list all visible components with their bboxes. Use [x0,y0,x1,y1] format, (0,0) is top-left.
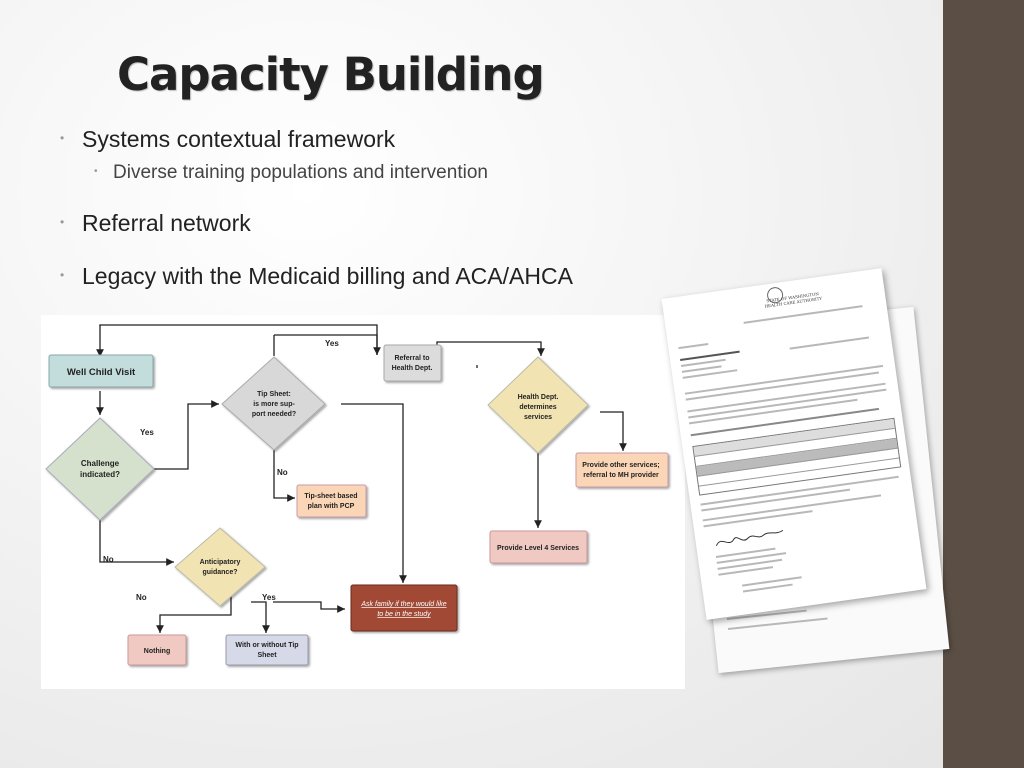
text-line [688,398,858,425]
with-or-without-box: With or without Tip Sheet [225,634,309,666]
edge-label-no: No [136,593,147,602]
edge-label-yes: Yes [140,428,154,437]
bullet-dot: • [60,268,65,282]
node-label: Provide Level 4 Services [497,545,579,552]
bullet-text: Systems contextual framework [82,126,396,152]
node-label: Referral to [394,355,429,362]
signature-icon [715,529,784,547]
node-label: Tip Sheet: [257,391,291,398]
node-label: Well Child Visit [67,367,136,378]
tipsheet-diamond: Tip Sheet: is more sup- port needed? [221,356,326,451]
node-label: guidance? [202,569,237,576]
node-label: Health Dept. [392,365,433,372]
bullet-item: • Legacy with the Medicaid billing and A… [60,263,573,290]
node-label: is more sup- [253,401,295,408]
node-label: port needed? [252,411,296,418]
bullet-dot: • [94,166,98,177]
node-label: Anticipatory [200,559,241,566]
node-label: services [524,414,552,421]
bullet-dot: • [60,131,65,145]
tipsheet-plan-box: Tip-sheet based plan with PCP [296,484,367,518]
other-services-box: Provide other services; referral to MH p… [575,452,669,488]
edge-label-yes: Yes [262,593,276,602]
text-line [727,617,828,630]
node-label: Nothing [144,648,170,655]
flowchart: Yes Yes No No No Yes Well Child Visit Ch… [41,315,685,689]
bullet-text: Legacy with the Medicaid billing and ACA… [82,263,573,289]
referral-health-dept-box: Referral to Health Dept. [383,344,442,382]
level-4-services-box: Provide Level 4 Services [489,530,588,564]
nothing-box: Nothing [127,634,187,666]
node-label: Sheet [257,652,277,659]
health-dept-diamond: Health Dept. determines services [487,356,589,454]
bullet-text: Referral network [82,210,251,236]
node-label: determines [519,404,556,411]
bullet-item: • Referral network [60,210,251,237]
node-label: Health Dept. [518,394,559,401]
well-child-visit-box: Well Child Visit [48,354,154,388]
node-label: referral to MH provider [583,472,659,479]
node-label: plan with PCP [308,503,355,510]
node-label: indicated? [80,470,120,479]
node-label: Provide other services; [582,462,659,469]
text-line [789,336,870,350]
node-label: Tip-sheet based [304,493,357,500]
text-line [684,364,884,395]
edge-label-no: No [277,468,288,477]
bullet-dot: • [60,215,65,229]
edge-label-no: No [103,555,114,564]
letter-page-front: STATE OF WASHINGTON HEALTH CARE AUTHORIT… [661,268,927,620]
node-label: to be in the study [377,611,431,618]
anticipatory-diamond: Anticipatory guidance? [174,527,266,607]
slide-title: Capacity Building [117,48,545,101]
node-label: Ask family if they would like [360,601,446,608]
node-label: With or without Tip [235,642,298,649]
text-line [742,576,802,587]
bullet-item: • Systems contextual framework [60,126,396,153]
sub-bullet-item: • Diverse training populations and inter… [94,162,488,184]
edge-label-yes: Yes [325,339,339,348]
node-label: Challenge [81,459,120,468]
ask-family-box: Ask family if they would like to be in t… [350,584,458,632]
text-line [680,350,740,362]
accent-bar [943,0,1024,768]
bullet-text: Diverse training populations and interve… [113,162,488,183]
text-line [678,342,709,350]
challenge-diamond: Challenge indicated? [45,417,155,521]
